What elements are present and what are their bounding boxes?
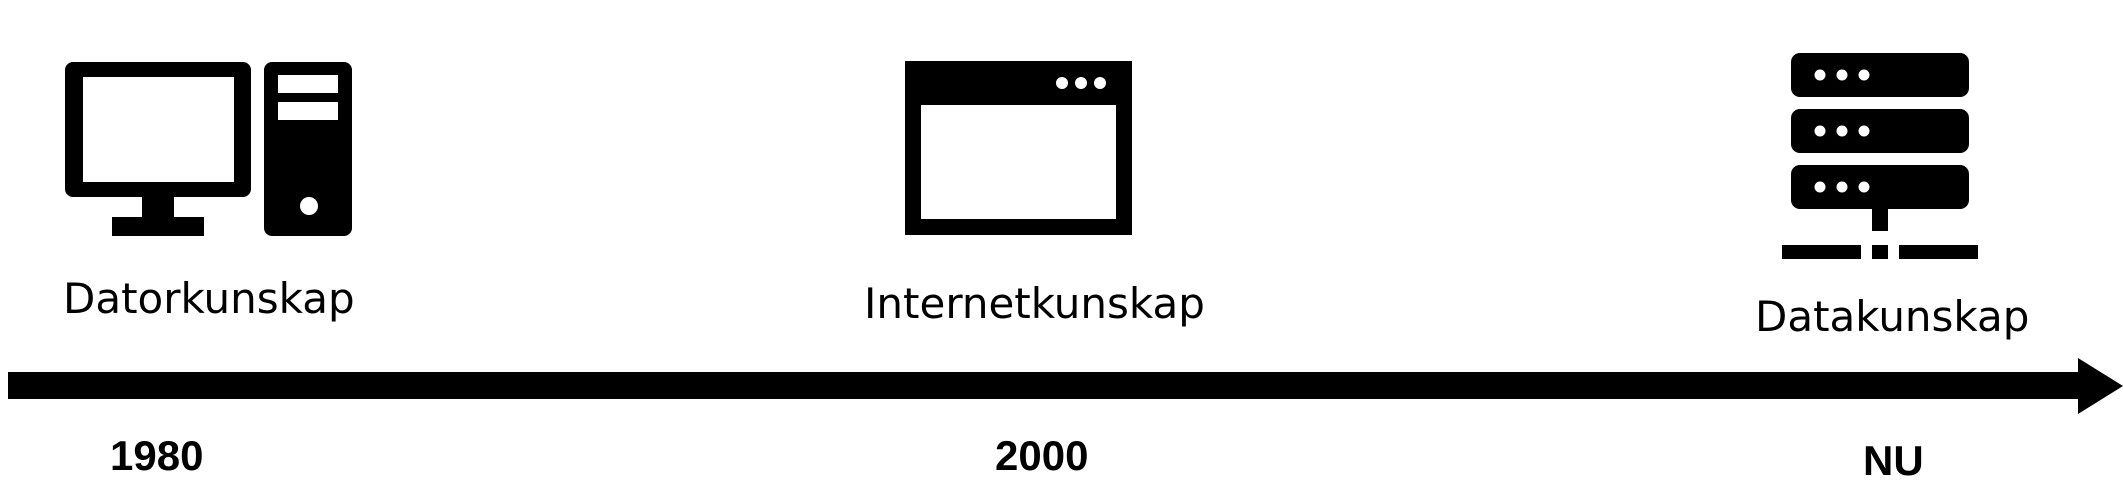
- server-database-icon: [1777, 51, 1983, 262]
- timeline-arrow: [8, 358, 2123, 418]
- period-label: NU: [1863, 437, 1924, 484]
- browser-window-icon: [903, 59, 1134, 237]
- period-label: 1980: [110, 432, 204, 479]
- milestone-label: Datakunskap: [1755, 292, 2030, 341]
- milestone-label: Datorkunskap: [63, 274, 355, 323]
- milestone-label: Internetkunskap: [864, 279, 1205, 328]
- period-label: 2000: [995, 432, 1089, 479]
- desktop-computer-icon: [63, 60, 355, 237]
